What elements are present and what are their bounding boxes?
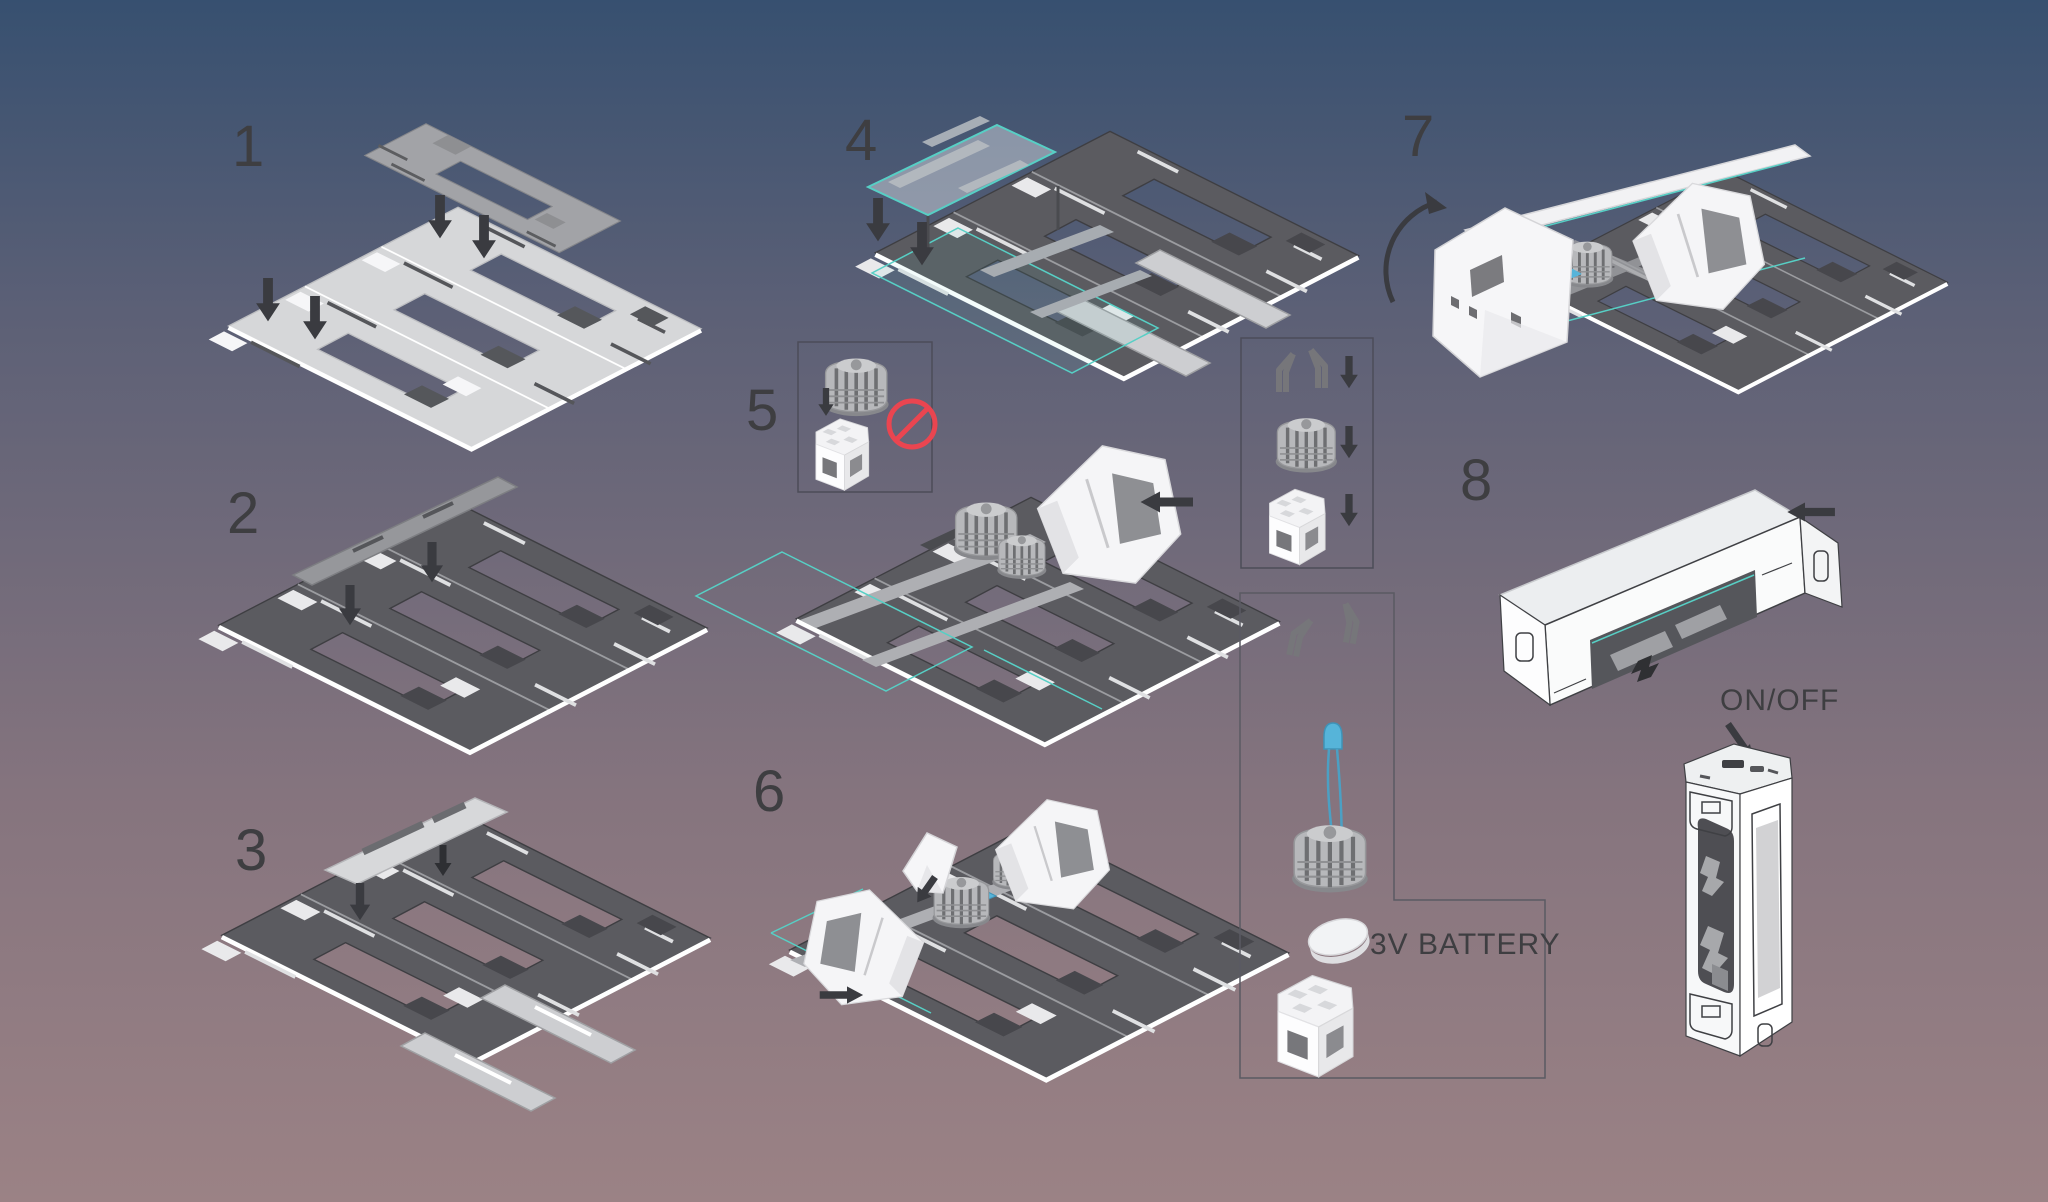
battery-label: 3V BATTERY [1370,928,1561,961]
step-7-illustration [1383,144,1985,430]
gear-icon [1273,416,1339,475]
step-number: 6 [753,759,786,824]
step-3: 3 [175,785,755,1115]
glass-panel [865,116,1060,252]
step-8: 8 [1445,440,1905,740]
step-5: 5 [694,330,1320,780]
step-5-illustration [694,341,1320,780]
motor-housing [994,798,1111,911]
down-arrow-icon [1340,494,1358,527]
step-number: 4 [845,108,878,173]
step-6: 6 [735,755,1315,1125]
prohibited-icon [889,401,935,447]
raised-panel-assembly [1432,144,1812,378]
glass-stripes [980,225,1152,318]
rail-slots [454,1005,592,1085]
final-assembly-illustration [1683,722,1793,1058]
step-number: 2 [227,481,260,546]
motor-housing [1631,182,1766,311]
base-plate [201,812,710,1062]
base-plate [209,207,701,449]
step-number: 5 [746,378,779,443]
mount-block-icon [1269,488,1326,566]
step-3-illustration [175,797,755,1112]
rail-piece [323,797,509,885]
inset-battery-box: 3V BATTERY [1228,585,1561,1090]
down-arrow-icon [1340,356,1358,389]
slide-strip [291,476,519,586]
step-4-illustration [830,116,1390,420]
gear-icon [995,534,1048,581]
step-2-illustration [175,476,745,810]
mount-block-icon [1277,974,1354,1078]
step-7: 7 [1383,90,1985,430]
step-number: 3 [235,818,268,883]
gear-icon [1292,825,1368,892]
gear-icon [821,356,891,418]
base-plate [776,497,1279,744]
teal-outline-region [694,551,1103,710]
clip-icon [1279,354,1293,392]
step-number: 8 [1460,448,1493,513]
base-plate [198,502,707,752]
end-wall [1432,207,1574,378]
coin-battery-icon [1307,918,1370,964]
inset-parts-box [1235,332,1385,577]
drivetrain [802,798,1111,1006]
step-6-illustration [735,798,1315,1125]
battery-inset-illustration [1239,592,1546,1079]
step-1: 1 [170,100,730,480]
inset-forbidden-box [797,341,935,493]
down-arrow-icon [1340,426,1358,459]
parts-inset-illustration [1240,337,1374,569]
motor-assembly [920,444,1183,585]
rail-on-plate [399,984,637,1112]
step-4: 4 [830,80,1390,420]
mount-block-icon [815,418,870,491]
step-number: 7 [1402,104,1435,169]
rotate-arrow-icon [1383,192,1447,304]
onoff-switch [1722,760,1744,768]
step-1-illustration [170,122,730,480]
step-8-illustration [1498,489,1843,707]
clip-icon [1339,604,1359,644]
step-2: 2 [175,470,745,810]
onoff-label: ON/OFF [1720,684,1840,717]
tower [1683,743,1793,1058]
down-arrow-icon [866,198,890,242]
clip-icon [1289,618,1311,658]
step-number: 1 [232,114,265,179]
cross-straps [800,534,1084,667]
clip-icon [1311,350,1325,388]
closed-prism [1498,489,1843,707]
final-assembly: ON/OFF [1640,660,1940,1100]
